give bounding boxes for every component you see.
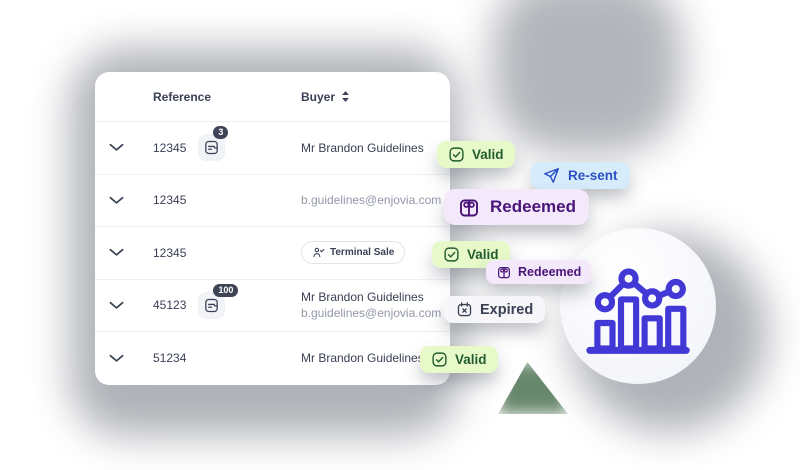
green-shadow-triangle (498, 362, 568, 414)
chevron-down-icon (109, 301, 124, 310)
status-badge-expired: Expired (444, 296, 546, 323)
chevron-down-icon (109, 143, 124, 152)
buyer-name: Mr Brandon Guidelines (301, 140, 424, 155)
check-square-icon (448, 146, 465, 163)
buyer-name: Mr Brandon Guidelines (301, 290, 424, 305)
status-badge-valid: Valid (437, 141, 515, 168)
document-icon (203, 297, 220, 314)
table-row[interactable]: 12345 b.guidelines@enjovia.com (95, 175, 450, 227)
status-badge-redeemed-small: Redeemed (486, 260, 592, 284)
status-badge-label: Redeemed (490, 197, 576, 216)
expand-row-button[interactable] (109, 143, 153, 152)
status-badge-resent: Re-sent (531, 162, 630, 189)
reference-value: 45123 (153, 298, 187, 313)
buyer-email: b.guidelines@enjovia.com (301, 193, 442, 208)
chevron-down-icon (109, 196, 124, 205)
table-row[interactable]: 12345 3 Mr Brandon Guidelines (95, 122, 450, 175)
calendar-x-icon (456, 301, 473, 318)
orders-table-card: Reference Buyer 12345 3 Mr Brandon Guide… (95, 72, 450, 385)
expand-row-button[interactable] (109, 248, 153, 257)
column-header-reference: Reference (153, 89, 212, 104)
reference-value: 12345 (153, 140, 187, 155)
chevron-down-icon (109, 248, 124, 257)
status-badge-label: Re-sent (568, 168, 618, 183)
reference-value: 12345 (153, 193, 187, 208)
status-badge-label: Valid (467, 247, 499, 262)
reference-value: 12345 (153, 245, 187, 260)
send-icon (543, 167, 560, 184)
table-header-row: Reference Buyer (95, 72, 450, 122)
attachment-count-badge: 3 (213, 126, 229, 140)
attachment-count-badge: 100 (213, 283, 239, 297)
terminal-sale-tag: Terminal Sale (301, 241, 406, 265)
status-badge-label: Valid (455, 352, 487, 367)
column-header-buyer: Buyer (301, 89, 336, 104)
user-check-icon (312, 246, 325, 259)
attachments-button[interactable]: 100 (198, 283, 239, 319)
chevron-down-icon (109, 354, 124, 363)
gift-icon (457, 195, 481, 219)
status-badge-label: Expired (480, 301, 534, 318)
top-right-shadow-blob (492, 0, 682, 154)
expand-row-button[interactable] (109, 301, 153, 310)
check-square-icon (443, 246, 460, 263)
table-row[interactable]: 45123 100 Mr Brandon Guidelines b.guidel… (95, 280, 450, 332)
bar-line-chart-icon (586, 255, 690, 357)
expand-row-button[interactable] (109, 196, 153, 205)
gift-icon (496, 264, 512, 280)
table-row[interactable]: 51234 Mr Brandon Guidelines (95, 332, 450, 385)
terminal-sale-label: Terminal Sale (330, 247, 395, 259)
status-badge-label: Redeemed (518, 265, 582, 279)
status-badge-redeemed: Redeemed (444, 189, 589, 225)
document-icon (203, 139, 220, 156)
sort-icon (341, 91, 350, 102)
buyer-email: b.guidelines@enjovia.com (301, 306, 442, 321)
table-row[interactable]: 12345 Terminal Sale (95, 227, 450, 280)
status-badge-valid: Valid (420, 346, 498, 373)
status-badge-label: Valid (472, 147, 504, 162)
attachments-button[interactable]: 3 (198, 126, 229, 162)
expand-row-button[interactable] (109, 354, 153, 363)
check-square-icon (431, 351, 448, 368)
analytics-circle (560, 228, 716, 384)
buyer-sort-button[interactable] (341, 91, 350, 102)
buyer-name: Mr Brandon Guidelines (301, 351, 424, 366)
reference-value: 51234 (153, 351, 187, 366)
